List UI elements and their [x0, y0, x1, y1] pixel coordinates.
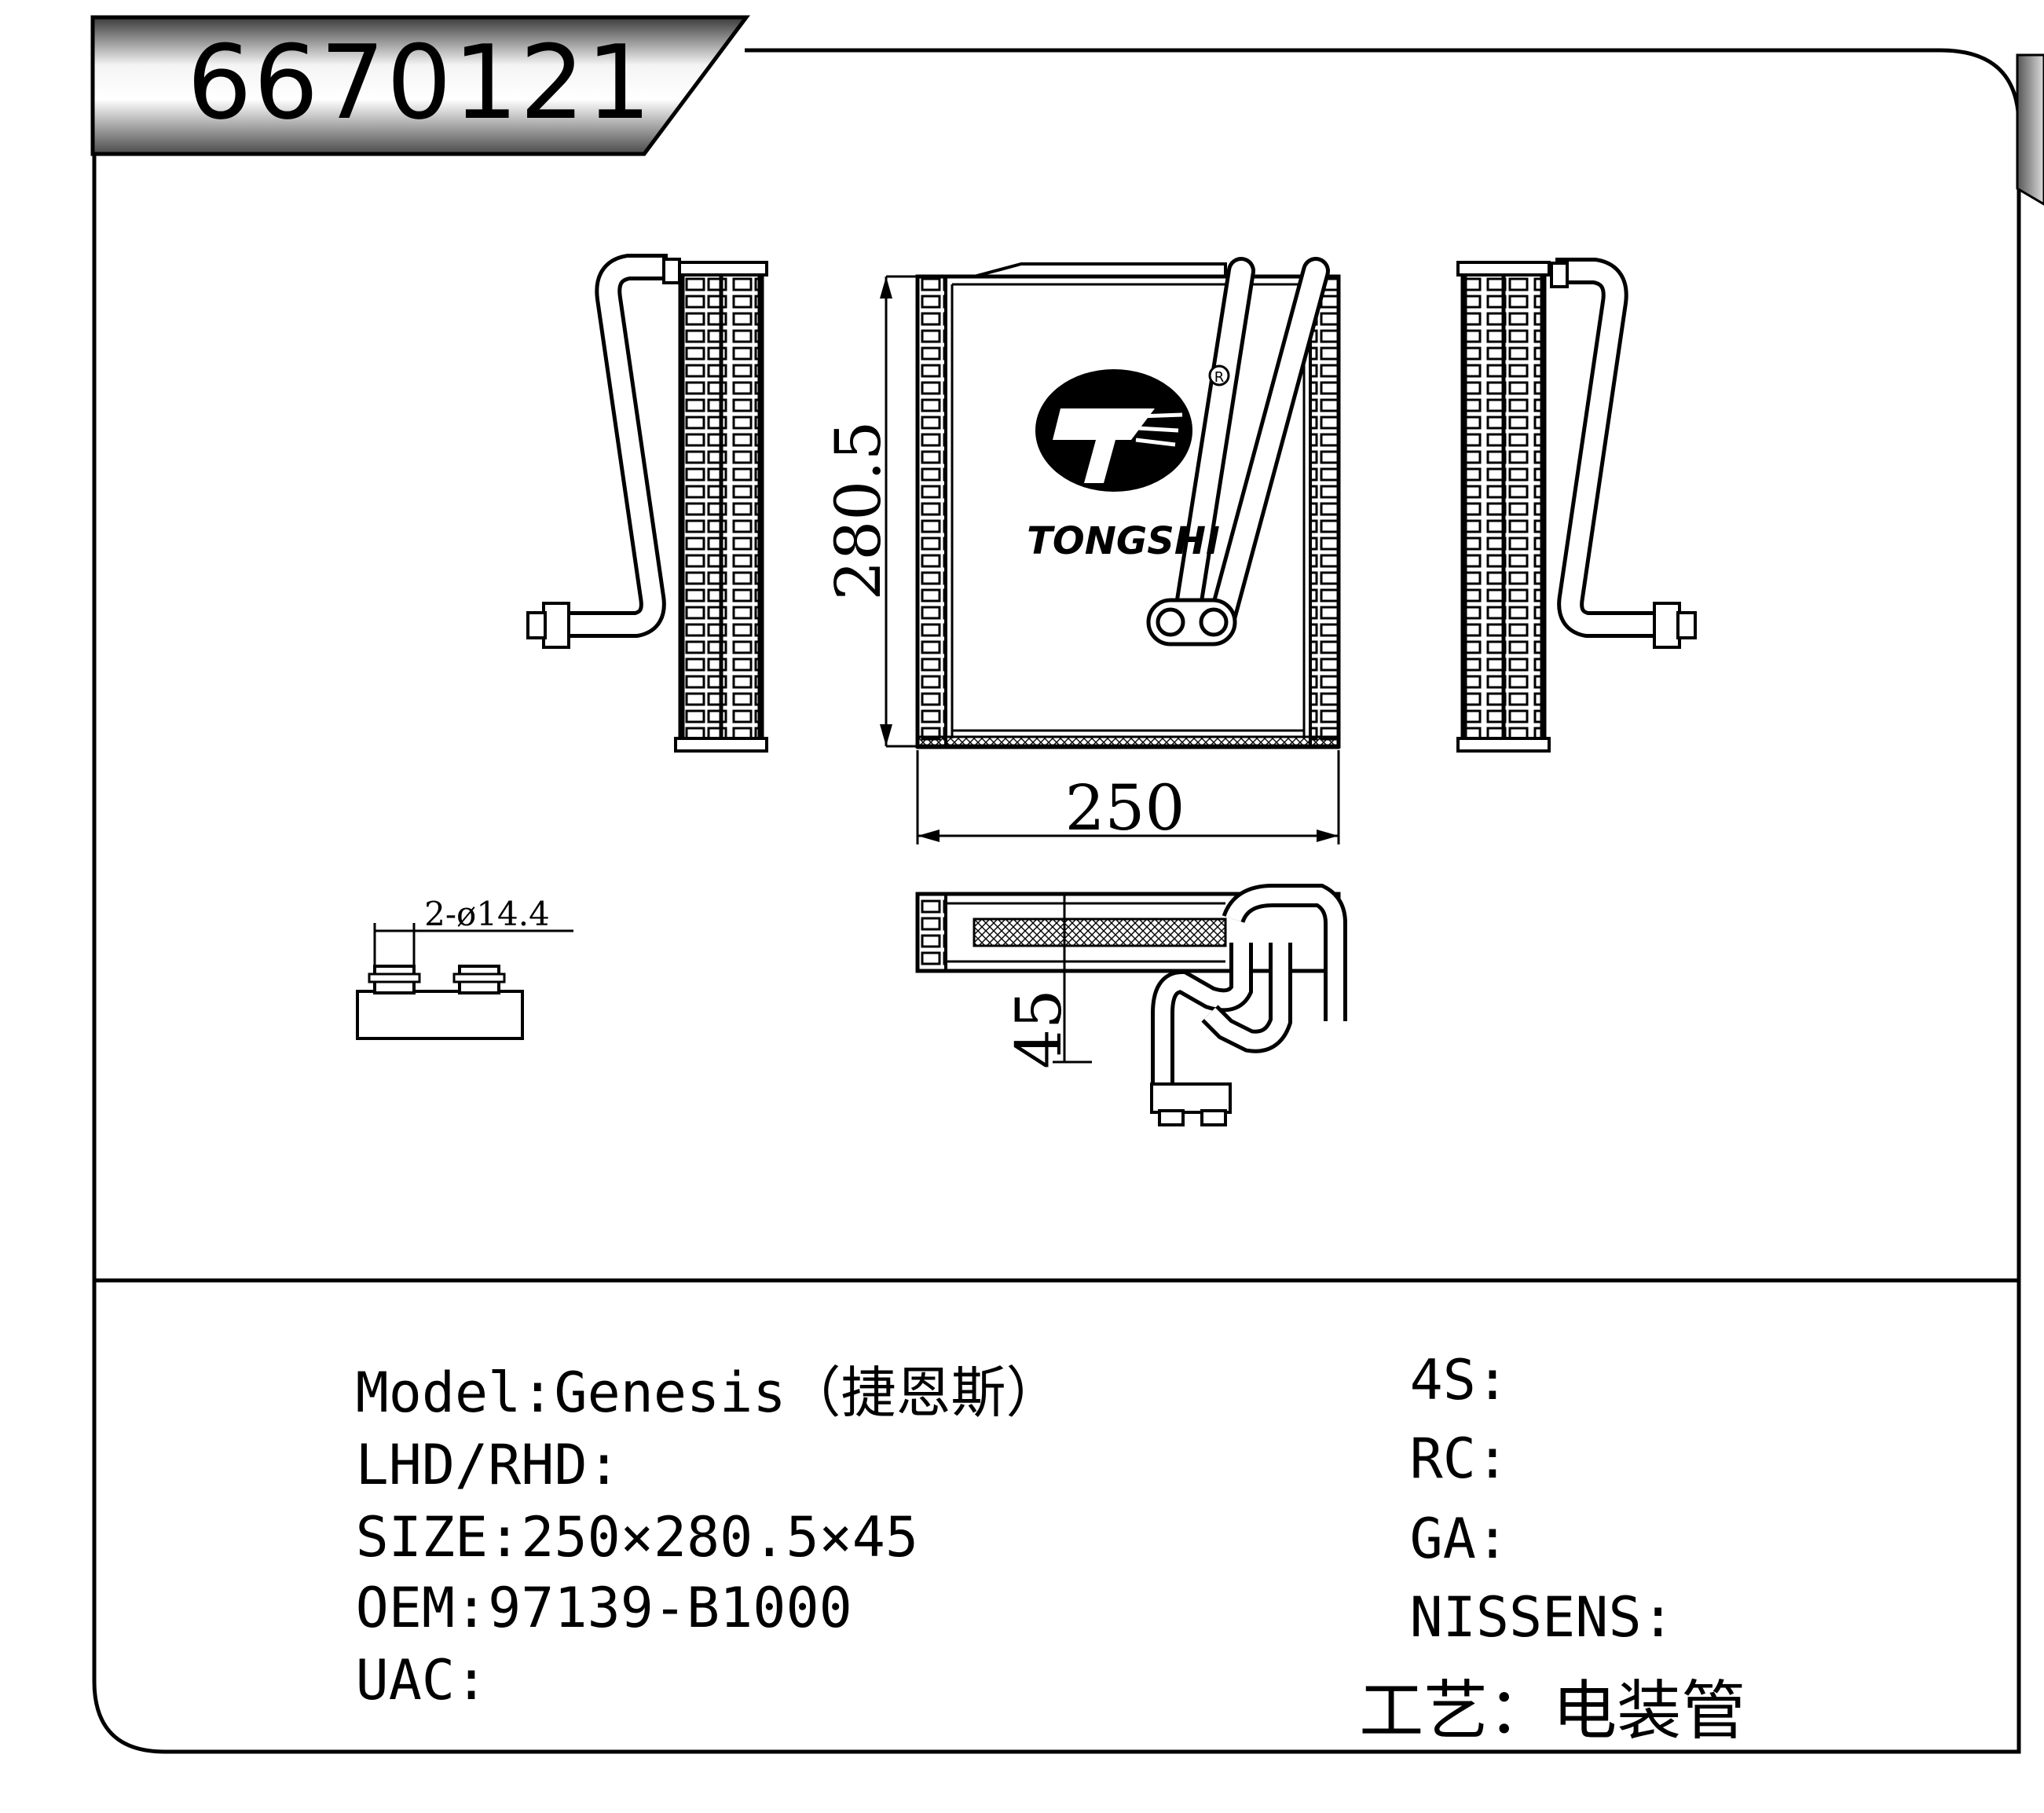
spec-label: Model: [355, 1361, 555, 1425]
spec-nissens: NISSENS: [1277, 1535, 1675, 1700]
left-side-view [526, 254, 768, 753]
front-view: R TONGSHI [915, 257, 1341, 749]
depth-dimension-label: 45 [1002, 989, 1075, 1069]
top-view [915, 884, 1347, 1126]
spec-rc: RC: [1277, 1376, 1509, 1541]
part-number: 6670121 [187, 23, 653, 142]
spec-label: 工艺： [1359, 1674, 1553, 1749]
pipe-diameter-label: 2-ø14.4 [424, 895, 550, 933]
width-dimension-label: 250 [1065, 771, 1185, 844]
spec-label: RC: [1409, 1427, 1510, 1491]
sheet-frame [92, 47, 2044, 1754]
width-dimension: 250 [916, 750, 1340, 844]
header-tab [90, 15, 750, 156]
spec-label: UAC: [355, 1648, 489, 1712]
spec-value: Genesis（捷恩斯） [554, 1361, 1061, 1425]
spec-label: SIZE: [355, 1505, 522, 1569]
depth-dimension: 45 [1002, 894, 1092, 1069]
spec-value: 250×280.5×45 [521, 1505, 919, 1569]
spec-value: 97139-B1000 [488, 1576, 852, 1640]
spec-label: 4S: [1409, 1348, 1510, 1412]
height-dimension-label: 280.5 [822, 420, 895, 600]
spec-lhd-rhd: LHD/RHD: [223, 1383, 621, 1547]
height-dimension: 280.5 [822, 275, 918, 748]
spec-label: LHD/RHD: [355, 1433, 621, 1497]
spec-process: 工艺：电装管 [1277, 1615, 1745, 1808]
connector-detail: 2-ø14.4 [356, 895, 573, 1040]
brand-logo: R TONGSHI [1027, 364, 1230, 563]
spec-oem: OEM:97139-B1000 [223, 1525, 852, 1690]
spec-ga: GA: [1277, 1456, 1509, 1621]
front-pipes [1146, 257, 1330, 646]
spec-uac: UAC: [223, 1598, 489, 1763]
spec-label: OEM: [355, 1576, 489, 1640]
spec-4s: 4S: [1277, 1298, 1509, 1463]
spec-label: NISSENS: [1409, 1585, 1675, 1650]
spec-size: SIZE:250×280.5×45 [223, 1455, 918, 1620]
spec-model: Model:Genesis（捷恩斯） [223, 1310, 1061, 1475]
right-side-view [1456, 258, 1697, 753]
brand-name: TONGSHI [1027, 519, 1220, 563]
registered-mark: R [1214, 369, 1225, 386]
spec-value: 电装管 [1552, 1674, 1746, 1749]
spec-label: GA: [1409, 1507, 1510, 1571]
